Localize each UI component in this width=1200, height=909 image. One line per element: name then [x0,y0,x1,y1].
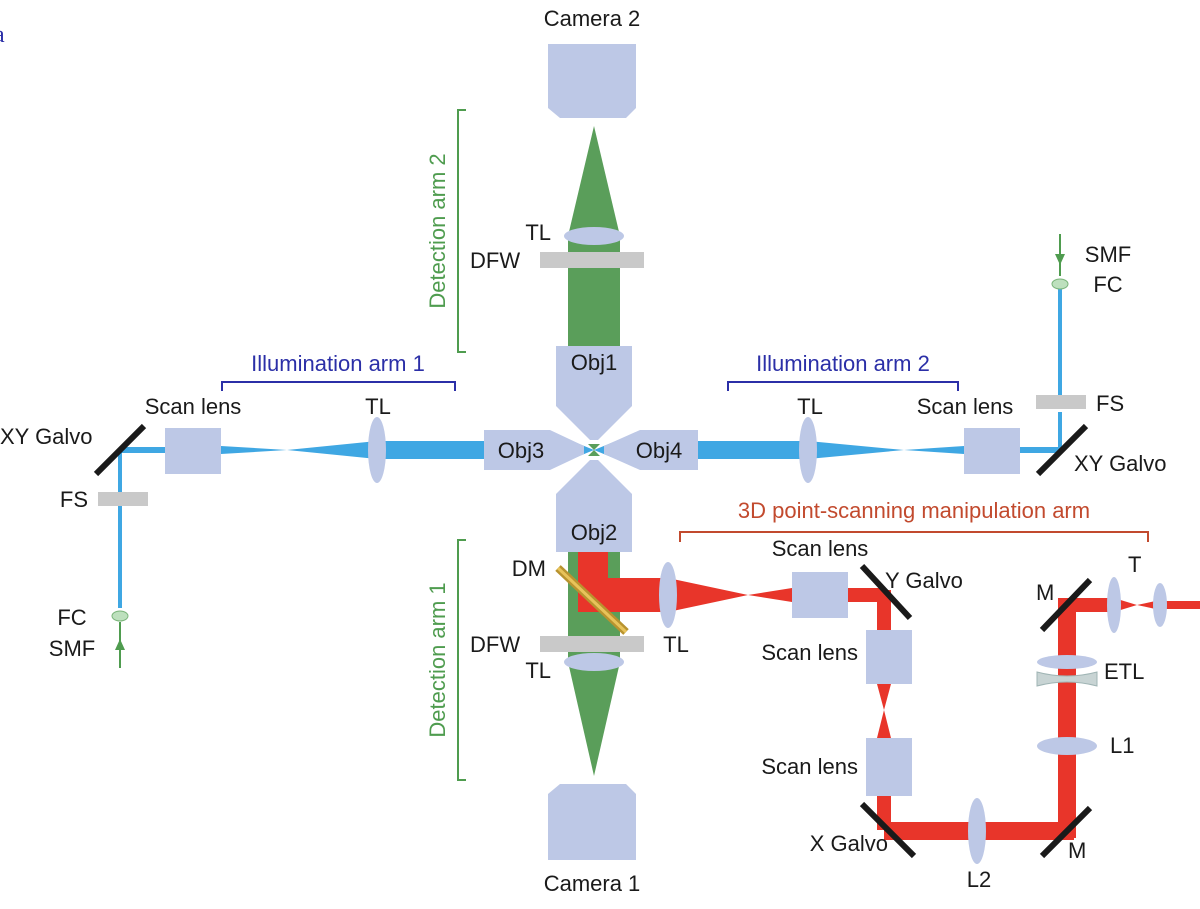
y-galvo-mirror [859,563,913,621]
xy-galvo-right [1035,423,1089,477]
sample-icon [588,444,600,456]
scan-lens-manip-1 [792,572,848,618]
label-detection-arm-1: Detection arm 1 [425,582,450,737]
label-smf-left: SMF [49,636,95,661]
objective-obj3 [484,430,584,470]
tube-lens-detection-2 [564,227,624,245]
telescope-lens-1 [1107,577,1121,633]
label-scan-lens-illum-1: Scan lens [145,394,242,419]
x-galvo-mirror [859,801,917,859]
field-stop-left [98,492,148,506]
label-detection-arm-2: Detection arm 2 [425,153,450,308]
label-xy-galvo-left: XY Galvo [0,424,93,449]
objective-obj4 [604,430,698,470]
label-l1: L1 [1110,733,1134,758]
label-tl-detection-2: TL [525,220,551,245]
label-etl: ETL [1104,659,1144,684]
objective-obj2 [556,460,632,552]
label-smf-right: SMF [1085,242,1131,267]
label-fs-left: FS [60,487,88,512]
bracket-detection-arm-1 [457,539,466,781]
label-tl-manip: TL [663,632,689,657]
lens-l1 [1037,737,1097,755]
tube-lens-manip [659,562,677,628]
label-fs-right: FS [1096,391,1124,416]
label-obj1: Obj1 [571,350,617,375]
tube-lens-illum-1 [368,417,386,483]
label-illumination-arm-1: Illumination arm 1 [251,351,425,376]
label-l2: L2 [967,867,991,892]
camera-1 [548,784,636,860]
label-dm: DM [512,556,546,581]
label-tl-illum-2: TL [797,394,823,419]
panel-letter: a [0,22,5,48]
tube-lens-illum-2 [799,417,817,483]
label-scan-lens-manip-1: Scan lens [772,536,869,561]
bracket-illumination-arm-2 [727,381,959,391]
bracket-illumination-arm-1 [221,381,456,391]
label-fc-left: FC [57,605,86,630]
label-tl-detection-1: TL [525,658,551,683]
xy-galvo-left [93,423,147,477]
label-scan-lens-manip-3: Scan lens [761,754,858,779]
label-scan-lens-illum-2: Scan lens [917,394,1014,419]
label-obj2: Obj2 [571,520,617,545]
field-stop-right [1036,395,1086,409]
scan-lens-illum-2 [964,428,1020,474]
objective-obj1 [556,346,632,440]
scan-lens-manip-2 [866,630,912,684]
telescope-lens-2 [1153,583,1167,627]
lens-l2 [968,798,986,864]
label-fc-right: FC [1093,272,1122,297]
manipulation-beam [578,552,1200,840]
smf-input-right [1051,234,1069,290]
filter-wheel-detection-1 [540,636,644,652]
camera-2 [548,44,636,118]
bracket-detection-arm-2 [457,109,466,353]
label-obj3: Obj3 [498,438,544,463]
etl-lens [1036,655,1098,687]
label-camera-2: Camera 2 [544,6,641,31]
scan-lens-illum-1 [165,428,221,474]
label-obj4: Obj4 [636,438,682,463]
label-m-top: M [1036,580,1054,605]
label-dfw-detection-2: DFW [470,248,520,273]
label-manipulation-arm: 3D point-scanning manipulation arm [738,498,1090,523]
mirror-top-right [1039,577,1093,633]
label-scan-lens-manip-2: Scan lens [761,640,858,665]
illumination-beam-1 [118,441,594,608]
label-dfw-detection-1: DFW [470,632,520,657]
bracket-manipulation-arm [679,531,1149,542]
label-t: T [1128,552,1141,577]
mirror-bottom-right [1039,805,1093,859]
label-xy-galvo-right: XY Galvo [1074,451,1167,476]
filter-wheel-detection-2 [540,252,644,268]
label-illumination-arm-2: Illumination arm 2 [756,351,930,376]
tube-lens-detection-1 [564,653,624,671]
smf-input-left [111,610,129,668]
scan-lens-manip-3 [866,738,912,796]
label-camera-1: Camera 1 [544,871,641,896]
label-m-bottom: M [1068,838,1086,863]
label-y-galvo: Y Galvo [885,568,963,593]
label-tl-illum-1: TL [365,394,391,419]
label-x-galvo: X Galvo [810,831,888,856]
